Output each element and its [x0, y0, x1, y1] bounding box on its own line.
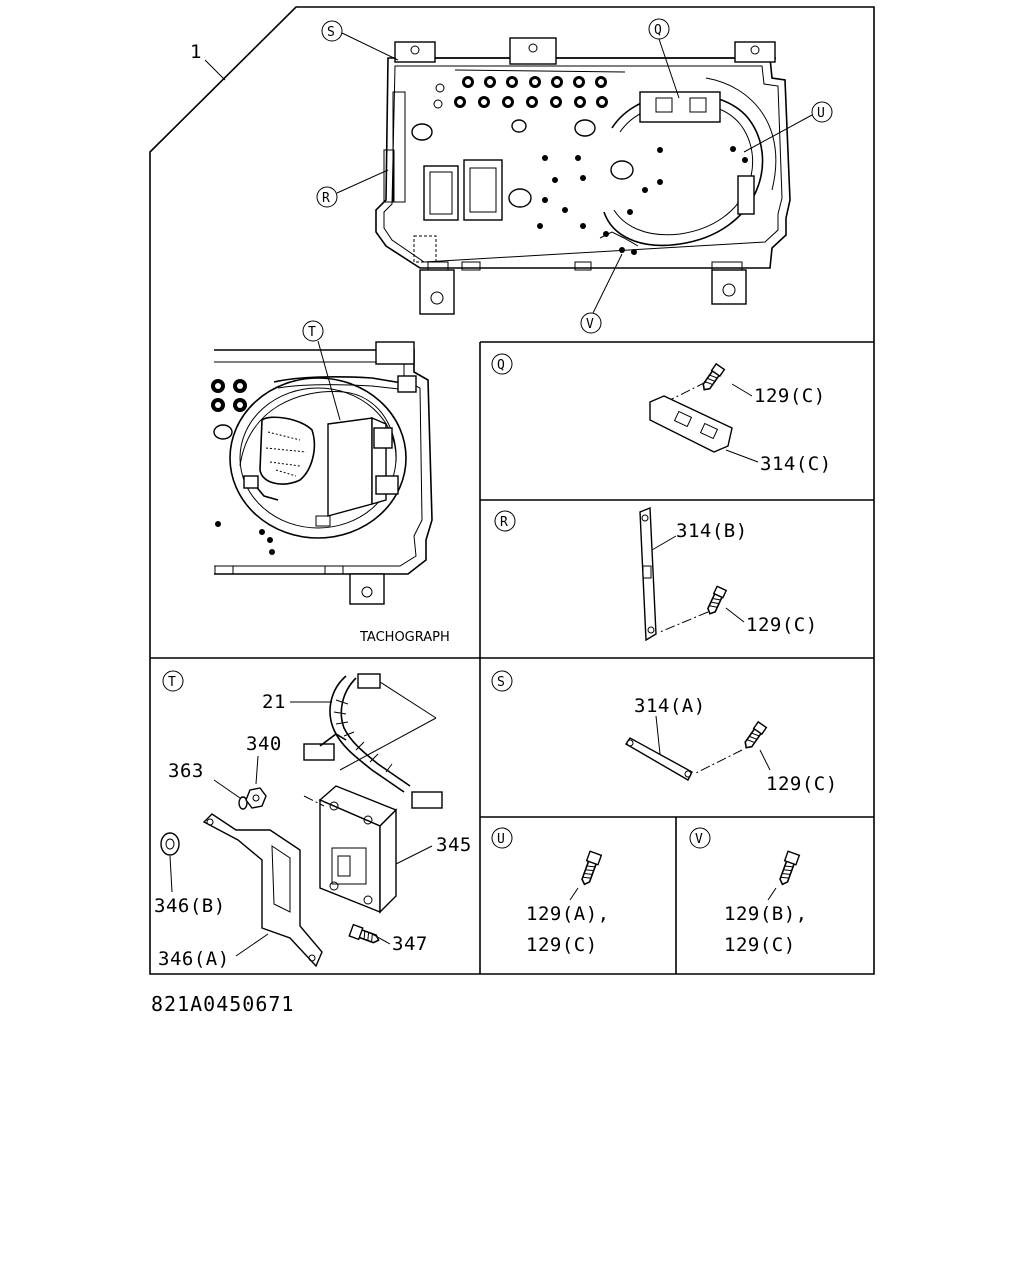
svg-text:1: 1	[190, 41, 202, 63]
svg-text:S: S	[327, 25, 335, 40]
callout-S: S	[321, 20, 399, 61]
panel-T: T	[154, 670, 472, 970]
svg-text:129(C): 129(C)	[754, 385, 826, 407]
panel-S: S 314(A) 129(C)	[491, 670, 838, 795]
main-assembly-label: 1	[190, 41, 226, 81]
callout-Q: Q	[648, 18, 680, 99]
diagram-frame	[149, 6, 875, 975]
svg-text:T: T	[168, 675, 176, 690]
panel-V: V 129(B), 129(C)	[689, 827, 808, 956]
svg-text:346(A): 346(A)	[158, 948, 230, 970]
callout-T-tachograph: T	[302, 320, 341, 421]
svg-text:R: R	[500, 515, 508, 530]
panel-R: R 314(B) 129(C)	[494, 506, 818, 642]
svg-text:129(C): 129(C)	[526, 934, 598, 956]
svg-text:340: 340	[246, 733, 282, 755]
svg-text:129(C): 129(C)	[766, 773, 838, 795]
svg-text:129(B),: 129(B),	[724, 903, 808, 925]
svg-text:363: 363	[168, 760, 204, 782]
svg-text:347: 347	[392, 933, 428, 955]
svg-text:Q: Q	[497, 358, 505, 373]
svg-text:314(C): 314(C)	[760, 453, 832, 475]
svg-text:129(A),: 129(A),	[526, 903, 610, 925]
svg-text:314(A): 314(A)	[634, 695, 706, 717]
drawing-code: 821A0450671	[151, 992, 294, 1016]
svg-text:314(B): 314(B)	[676, 520, 748, 542]
svg-text:U: U	[497, 832, 505, 847]
tachograph-detail-drawing	[211, 341, 433, 605]
svg-text:129(C): 129(C)	[746, 614, 818, 636]
svg-text:346(B): 346(B)	[154, 895, 226, 917]
svg-text:T: T	[308, 325, 316, 340]
svg-text:21: 21	[262, 691, 286, 713]
tachograph-caption: TACHOGRAPH	[359, 630, 450, 645]
svg-text:129(C): 129(C)	[724, 934, 796, 956]
svg-text:V: V	[586, 317, 594, 332]
svg-text:R: R	[322, 191, 330, 206]
svg-text:V: V	[695, 832, 703, 847]
svg-text:S: S	[497, 675, 505, 690]
svg-text:345: 345	[436, 834, 472, 856]
svg-text:U: U	[817, 106, 825, 121]
panel-U: U 129(A), 129(C)	[491, 827, 610, 956]
callout-U: U	[743, 101, 833, 153]
meter-housing-drawing	[375, 37, 791, 315]
callout-R: R	[316, 169, 389, 208]
panel-Q: Q 129(C) 314(C)	[491, 353, 832, 475]
callout-V: V	[580, 253, 623, 334]
svg-text:Q: Q	[654, 23, 662, 38]
